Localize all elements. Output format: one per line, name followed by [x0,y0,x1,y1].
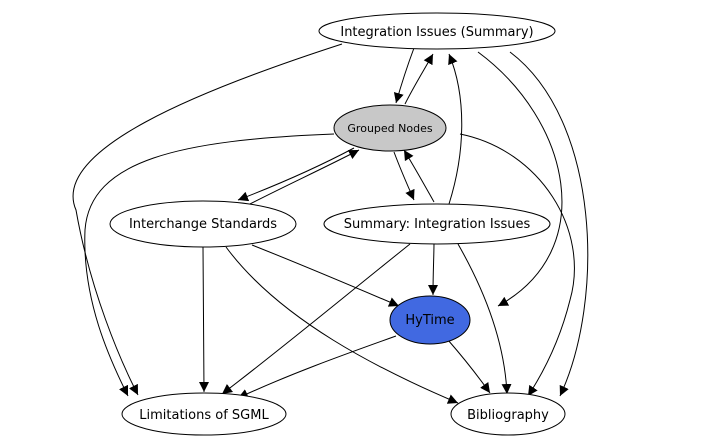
node-integration-issues-summary-label: Integration Issues (Summary) [340,25,533,40]
edge-summary-integration-to-integration-summary [448,53,463,205]
node-hytime[interactable]: HyTime [389,295,471,345]
edge-summary-integration-to-bibliography [457,243,512,395]
edge-grouped-nodes-to-integration-summary [404,53,434,105]
edge-grouped-nodes-to-interchange-standards [237,147,355,202]
edge-grouped-nodes-to-limitations-sgml [84,133,335,397]
node-summary-integration-issues-label: Summary: Integration Issues [344,217,531,232]
edge-summary-integration-to-hytime [428,241,439,296]
nodes-layer: Integration Issues (Summary) Grouped Nod… [109,12,566,436]
node-bibliography[interactable]: Bibliography [450,392,566,436]
node-integration-issues-summary[interactable]: Integration Issues (Summary) [318,12,556,50]
node-bibliography-label: Bibliography [467,408,549,423]
node-summary-integration-issues-shape [323,203,551,245]
node-bibliography-shape [450,392,566,436]
node-interchange-standards-label: Interchange Standards [129,217,277,232]
edge-summary-integration-to-grouped-nodes [403,149,435,203]
edge-interchange-standards-to-hytime [251,244,400,307]
edge-hytime-to-bibliography [447,339,491,394]
edge-interchange-standards-to-grouped-nodes [247,149,360,206]
node-integration-issues-summary-shape [318,12,556,50]
node-hytime-shape [389,295,471,345]
edge-hytime-to-limitations-sgml [237,335,397,399]
edge-grouped-nodes-to-summary-integration [393,151,415,201]
edge-integration-summary-to-bibliography [509,51,589,397]
node-grouped-nodes[interactable]: Grouped Nodes [333,104,447,152]
edge-integration-summary-to-limitations-sgml [72,43,343,396]
node-summary-integration-issues[interactable]: Summary: Integration Issues [323,203,551,245]
node-interchange-standards-shape [109,200,297,248]
node-limitations-of-sgml-shape [121,392,287,436]
edge-interchange-standards-to-bibliography [225,246,459,404]
node-limitations-of-sgml[interactable]: Limitations of SGML [121,392,287,436]
edge-interchange-standards-to-limitations-sgml [198,246,209,393]
node-hytime-label: HyTime [405,313,454,328]
edge-summary-integration-to-limitations-sgml [221,243,411,395]
node-limitations-of-sgml-label: Limitations of SGML [139,408,269,423]
edge-grouped-nodes-to-bibliography [459,133,575,397]
edge-integration-summary-to-grouped-nodes [393,47,415,104]
node-interchange-standards[interactable]: Interchange Standards [109,200,297,248]
edges-layer [72,43,589,404]
node-grouped-nodes-label: Grouped Nodes [347,122,432,135]
node-grouped-nodes-shape [333,104,447,152]
edge-integration-summary-to-hytime [477,51,563,307]
